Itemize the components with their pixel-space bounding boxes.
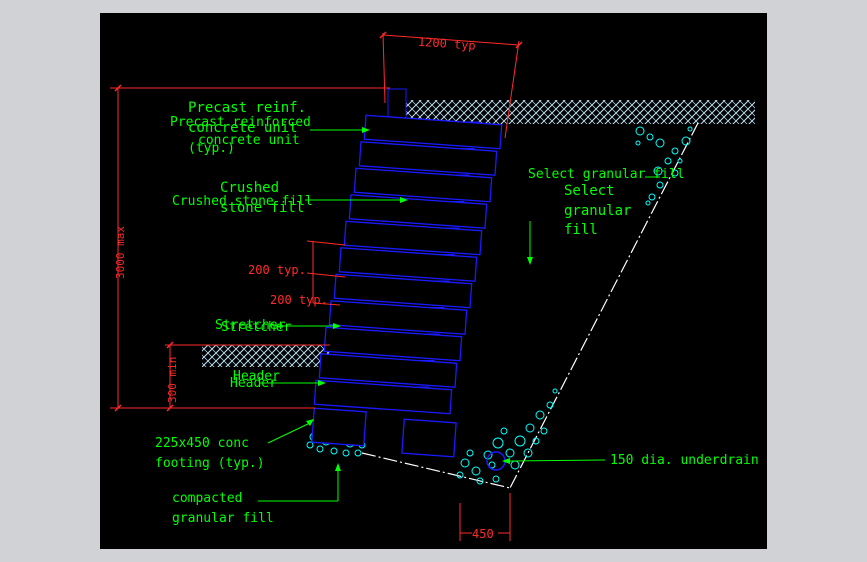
label-crushed-a1: Crushed [220,180,279,196]
wall-units [313,114,503,415]
stretcher-unit [313,379,453,415]
retaining-wall-drawing: 1200 typ 3000 max 300 min 200 typ. 200 t… [110,31,759,541]
stretcher-unit [318,353,458,388]
top-stone-cell [387,88,407,120]
label-stretcher-a: Stretcher [215,318,286,333]
ground-hatch-front [202,345,332,367]
dimension-lines [110,32,520,541]
stretcher-unit [358,141,498,176]
stretcher-unit [353,167,493,203]
select-fill-rubble [306,126,693,485]
label-footing-1: 225x450 conc [155,436,249,451]
label-select-a: Select granular fill [528,167,685,182]
label-stretcher-b: Stretcher [221,320,292,335]
dimension-ticks [114,31,523,412]
label-underdrain: 150 dia. underdrain [610,453,759,468]
stretcher-unit [333,273,473,309]
stretcher-unit [328,300,468,335]
dim-course-1: 200 typ. [248,263,306,277]
label-header-a: Header [233,369,280,384]
footings [311,407,457,458]
label-compacted-2: granular fill [172,511,274,526]
label-precast-b2: concrete unit [198,133,300,148]
dim-height: 3000 max [114,226,127,279]
label-compacted-1: compacted [172,491,242,506]
drawing-canvas[interactable]: 1200 typ 3000 max 300 min 200 typ. 200 t… [100,13,767,549]
label-precast-a3: (typ.) [188,141,235,156]
stretcher-unit [348,194,488,229]
dim-toe: 450 [472,527,494,541]
stretcher-unit [363,114,503,150]
stretcher-unit [338,247,478,282]
label-crushed-a2: stone fill [220,200,304,216]
label-precast-a2: concrete unit [188,120,298,136]
excavation-line [361,122,699,489]
label-select-b3: fill [564,222,598,238]
stretcher-unit [323,326,463,362]
label-select-b1: Select [564,183,615,199]
leader-lines [258,129,660,502]
dim-course-2: 200 typ. [270,293,328,307]
label-precast-b1: Precast reinforced [170,115,311,130]
label-header-b: Header [230,376,277,391]
label-select-b2: granular [564,203,631,219]
label-crushed-b: Crushed stone fill [172,194,313,209]
ground-hatch-top [405,100,755,124]
stretcher-unit [343,220,483,256]
label-footing-2: footing (typ.) [155,456,265,471]
leader-arrows [306,127,533,471]
label-precast-a1: Precast reinf. [188,100,306,116]
dim-embedment: 300 min [166,357,179,403]
dim-width-top: 1200 typ [418,35,477,53]
